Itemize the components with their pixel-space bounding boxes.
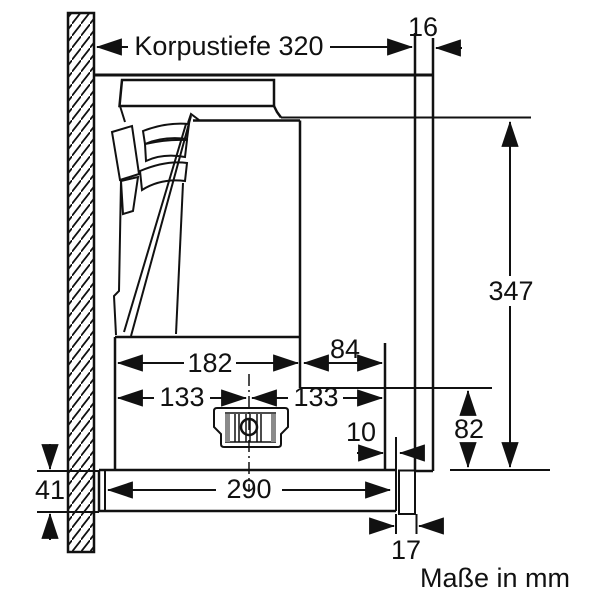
cabinet <box>94 33 435 473</box>
label-133-right: 133 <box>293 382 338 412</box>
blower-end-cap-right <box>271 414 276 442</box>
reference-lines <box>281 116 550 471</box>
dimension-41 <box>37 444 99 540</box>
label-17: 17 <box>391 535 421 565</box>
blower-end-cap-left <box>225 414 230 442</box>
label-347: 347 <box>488 276 533 306</box>
hood-body-outline <box>97 78 416 515</box>
cabinet-front-panel <box>413 33 435 473</box>
label-82: 82 <box>454 414 484 444</box>
handle-strip <box>398 469 416 515</box>
label-182: 182 <box>187 348 232 378</box>
label-133-left: 133 <box>159 382 204 412</box>
wall-hatching <box>68 13 94 552</box>
filter-flaps <box>110 112 200 337</box>
blower-unit <box>213 374 289 492</box>
label-290: 290 <box>226 474 271 504</box>
visor-strip <box>97 437 397 513</box>
label-10: 10 <box>346 417 376 447</box>
label-41: 41 <box>35 475 65 505</box>
label-16: 16 <box>408 12 438 42</box>
wall <box>66 11 96 554</box>
units-note: Maße in mm <box>420 563 570 593</box>
label-84: 84 <box>330 334 360 364</box>
label-korpustiefe: Korpustiefe 320 <box>134 31 323 61</box>
dimension-17 <box>369 514 444 535</box>
chimney-duct <box>118 78 283 123</box>
